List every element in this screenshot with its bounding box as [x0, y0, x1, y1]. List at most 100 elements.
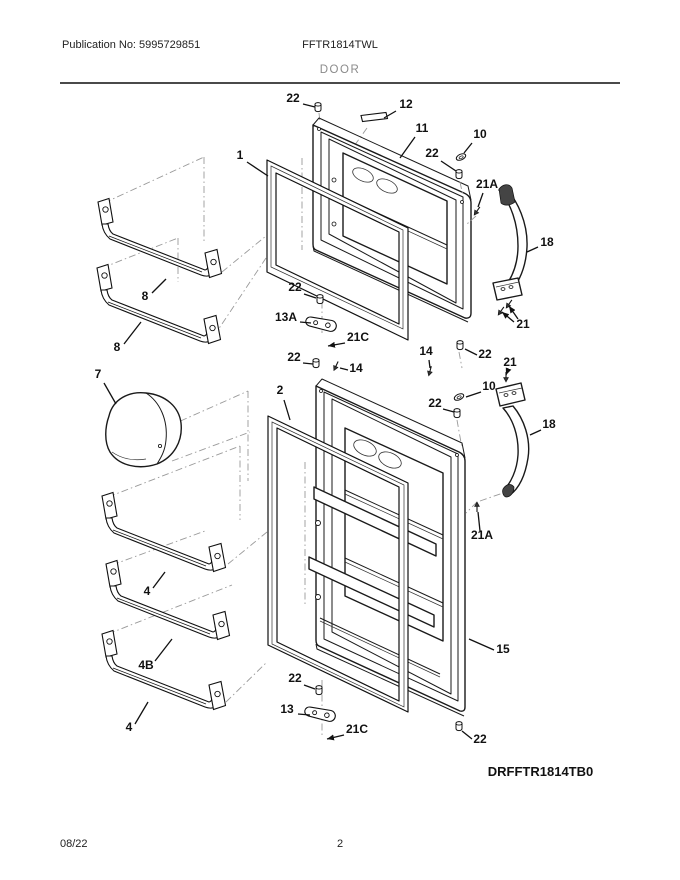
callout-13: 13 — [280, 702, 294, 716]
grommet-part — [454, 151, 468, 163]
callout-14: 14 — [419, 344, 433, 358]
projection-lines-behind — [101, 112, 368, 736]
projection-dash-line — [318, 112, 321, 123]
leader-line-21A — [477, 511, 481, 532]
callout-22: 22 — [286, 91, 300, 105]
callout-13A: 13A — [275, 310, 297, 324]
projection-lines-front — [456, 181, 504, 514]
leader-line-8 — [123, 321, 142, 345]
screw-part — [455, 721, 463, 732]
leader-line-10 — [463, 142, 473, 154]
footer-date: 08/22 — [60, 838, 88, 850]
callout-21C: 21C — [346, 722, 368, 736]
model-number: FFTR1814TWL — [302, 39, 378, 51]
callout-21: 21 — [503, 355, 517, 369]
screw-part — [455, 169, 463, 180]
projection-dash-line — [213, 257, 267, 337]
leader-line-22 — [302, 362, 314, 365]
dairy-cover-drawing — [105, 392, 182, 468]
grommet-part — [452, 391, 466, 403]
projection-dash-line — [459, 181, 464, 197]
callout-4: 4 — [126, 720, 133, 734]
callout-22: 22 — [287, 350, 301, 364]
leader-line-10 — [465, 391, 482, 398]
projection-dash-line — [458, 351, 463, 369]
freezer-shelf-bar-2 — [96, 263, 222, 345]
publication-number: Publication No: 5995729851 — [62, 39, 201, 51]
leader-line-15 — [468, 638, 495, 651]
fridge-shelf-bar-3 — [101, 629, 227, 711]
leader-line-21A — [477, 192, 484, 208]
leader-line-18 — [526, 246, 539, 253]
callout-1: 1 — [237, 148, 244, 162]
leader-line-21 — [508, 305, 519, 320]
leader-line-22 — [464, 348, 478, 356]
pin-part — [503, 297, 515, 311]
callout-21: 21 — [516, 317, 530, 331]
projection-dash-line — [107, 584, 233, 635]
leader-line-14 — [428, 359, 431, 369]
freezer-shelf-bar-1 — [97, 197, 223, 279]
leader-line-13 — [297, 713, 311, 716]
projection-dash-line — [171, 431, 251, 462]
leader-line-22 — [461, 730, 473, 740]
leader-line-21C — [327, 341, 346, 348]
projection-dash-line — [466, 215, 477, 225]
callout-22: 22 — [425, 146, 439, 160]
callout-22: 22 — [473, 732, 487, 746]
leader-line-7 — [103, 382, 117, 405]
leader-line-1 — [246, 161, 269, 177]
callout-15: 15 — [496, 642, 510, 656]
callout-18: 18 — [542, 417, 556, 431]
pin-part — [331, 359, 341, 373]
leader-line-12 — [383, 110, 397, 119]
callout-22: 22 — [428, 396, 442, 410]
callout-10: 10 — [473, 127, 487, 141]
screw-part — [316, 294, 324, 305]
projection-dash-line — [225, 661, 268, 703]
pin-part — [471, 204, 483, 218]
leader-line-22 — [302, 103, 316, 108]
leader-line-21C — [326, 734, 345, 741]
leader-line-14 — [339, 367, 349, 371]
freezer-gasket-drawing — [266, 159, 409, 341]
callout-2: 2 — [277, 383, 284, 397]
leader-line-21 — [505, 367, 512, 376]
leader-line-21 — [501, 311, 515, 323]
plate-part — [360, 111, 389, 123]
leader-line-22 — [440, 160, 457, 172]
leader-line-4 — [152, 571, 166, 589]
footer-page-number: 2 — [336, 838, 344, 850]
fridge-shelf-bar-1 — [101, 491, 227, 573]
callout-7: 7 — [95, 367, 102, 381]
callout-22: 22 — [288, 671, 302, 685]
projection-dash-line — [465, 501, 478, 514]
projection-dash-line — [227, 531, 268, 565]
callout-22: 22 — [478, 347, 492, 361]
callout-21C: 21C — [347, 330, 369, 344]
leader-line-2 — [283, 399, 291, 421]
screw-part — [456, 340, 464, 351]
leader-line-8 — [151, 278, 167, 294]
leader-line-22 — [303, 684, 316, 690]
screw-part — [315, 685, 323, 696]
projection-dash-line — [456, 419, 463, 449]
screw-part — [453, 408, 461, 419]
callout-21A: 21A — [476, 177, 498, 191]
freezer-handle-drawing — [492, 184, 528, 301]
hinge-part — [304, 314, 338, 333]
leader-line-18 — [529, 429, 542, 436]
screw-part — [312, 358, 320, 369]
callout-8: 8 — [114, 340, 121, 354]
callout-4B: 4B — [138, 658, 154, 672]
callout-8: 8 — [142, 289, 149, 303]
projection-dash-line — [103, 156, 205, 204]
projection-dash-line — [107, 445, 241, 498]
leader-line-11 — [399, 136, 416, 159]
section-title: DOOR — [319, 64, 361, 76]
leader-line-4B — [154, 638, 173, 662]
callout-4: 4 — [144, 584, 151, 598]
projection-dash-line — [479, 492, 504, 502]
